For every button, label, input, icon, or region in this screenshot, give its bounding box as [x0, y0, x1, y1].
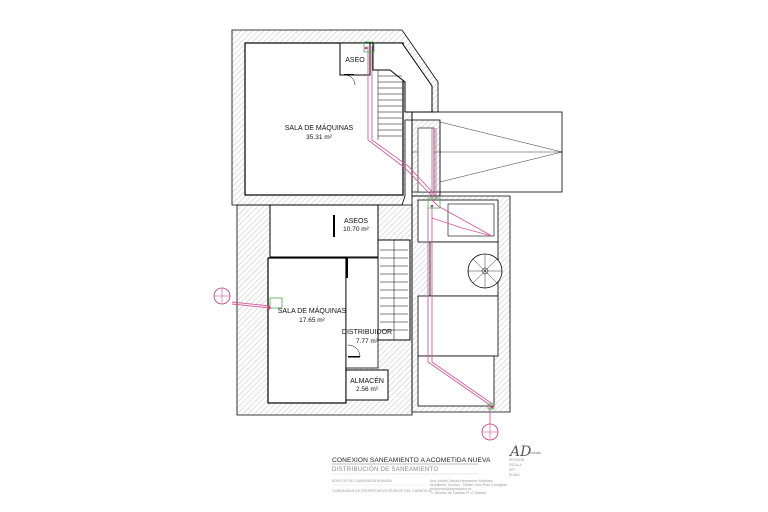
room-label-aseos: ASEOS [344, 218, 368, 225]
title-block: CONEXION SANEAMIENTO A ACOMETIDA NUEVA D… [332, 444, 541, 495]
room-area-distribuidor: 7.77 m² [356, 338, 379, 345]
ramp [411, 111, 563, 197]
room-label-almacen: ALMACÉN [350, 376, 384, 385]
studio-logo: AD [508, 444, 531, 460]
lower-walls [236, 204, 413, 416]
drawing-line-1: EDIFICIO DE CAMIONERA ARANDA [332, 479, 393, 483]
credit-line-1: Arq. Adolfo Garcia Hernandez Martinez [430, 479, 493, 483]
drawing-line-2: COMUNIDAD DE PROPIETARIOS PUENTE DEL CAR… [332, 488, 431, 493]
room-area-almacen: 2.56 m² [356, 386, 379, 393]
room-label-aseo-top: ASEO [345, 57, 365, 64]
drawing-subtitle: DISTRIBUCIÓN DE SANEAMIENTO [332, 466, 438, 473]
side-field-2: ESCALA [509, 463, 522, 467]
credit-line-3: proyectos@adpestudio.es [430, 487, 472, 491]
side-field-3: DPF [509, 468, 515, 472]
studio-logo-sub: estudio [530, 451, 541, 455]
room-label-sala-top: SALA DE MÁQUINAS [285, 123, 354, 132]
credit-line-4: Tr. Alfonso de Castilla nº 12 Madrid [430, 491, 486, 495]
room-area-sala-bottom: 17.65 m² [299, 317, 325, 324]
sewer-network [231, 46, 495, 425]
drawing-title: CONEXION SANEAMIENTO A ACOMETIDA NUEVA [332, 457, 491, 464]
credit-line-2: Arquitecto Técnico - Rafael Ortiz Ruiz C… [430, 483, 507, 487]
room-label-distribuidor: DISTRIBUIDOR [342, 329, 392, 336]
upper-walls [231, 29, 439, 206]
room-area-aseos: 10.70 m² [343, 226, 369, 233]
room-area-sala-top: 35.31 m² [306, 134, 332, 141]
fixture-markers [269, 41, 495, 410]
side-field-4: PLANO [509, 473, 520, 477]
side-field-1: REVISION [509, 458, 525, 462]
right-annex [411, 195, 511, 413]
manhole-right [481, 423, 499, 441]
drain-points [267, 46, 494, 409]
manhole-left [213, 287, 231, 305]
room-label-sala-bottom: SALA DE MÁQUINAS [278, 306, 347, 315]
